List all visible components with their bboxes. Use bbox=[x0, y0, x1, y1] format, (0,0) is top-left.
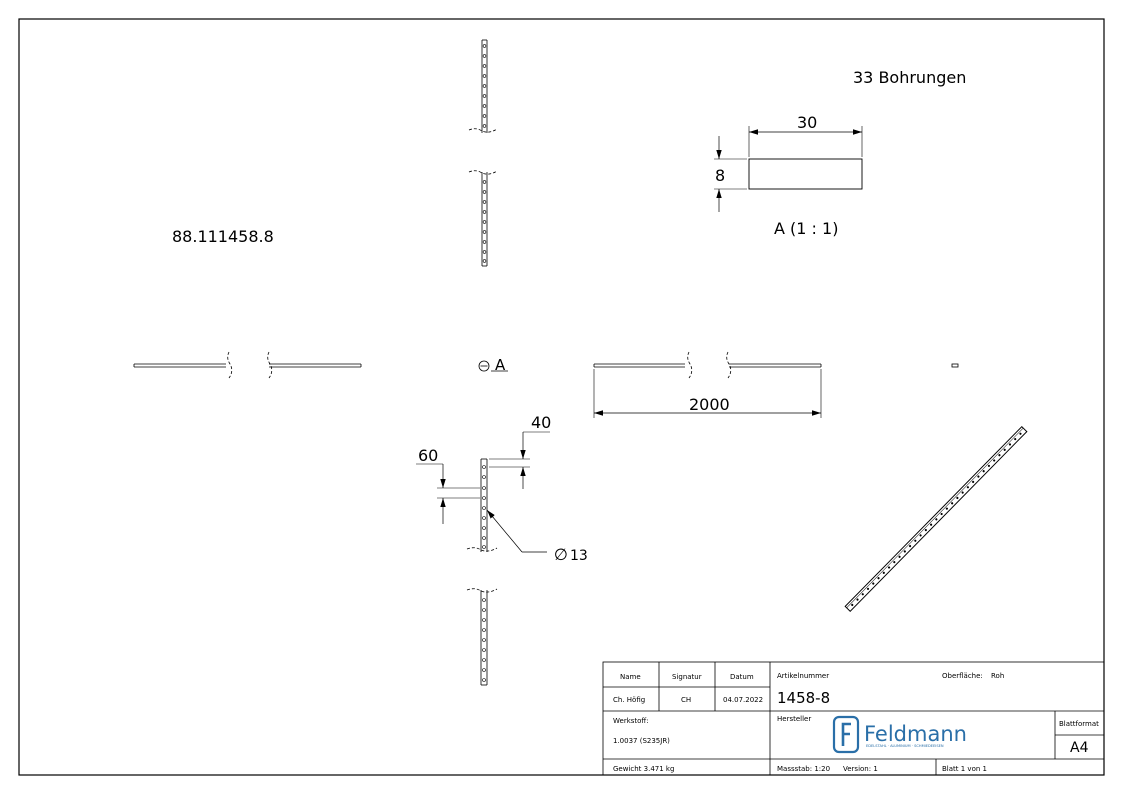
title-manufacturer-label: Hersteller bbox=[777, 715, 811, 723]
section-a bbox=[714, 126, 863, 212]
title-signature-value: CH bbox=[681, 696, 691, 704]
spacing-first-dim-lines bbox=[489, 431, 550, 489]
title-surface-label: Oberfläche: bbox=[942, 672, 983, 680]
spacing-pitch-dim-lines bbox=[416, 463, 480, 524]
title-format-value: A4 bbox=[1070, 740, 1089, 756]
feldmann-logo-f-icon bbox=[841, 722, 851, 746]
title-surface-value: Roh bbox=[991, 672, 1004, 680]
title-block bbox=[602, 661, 1105, 776]
holes-note: 33 Bohrungen bbox=[853, 68, 966, 87]
title-col-signature: Signatur bbox=[672, 673, 702, 681]
detail-view-holes bbox=[482, 465, 486, 682]
title-material-label: Werkstoff: bbox=[613, 717, 649, 725]
title-version: Version: 1 bbox=[843, 765, 878, 773]
section-label: A (1 : 1) bbox=[774, 219, 838, 238]
section-marker-label: A bbox=[495, 356, 506, 374]
detail-view bbox=[466, 458, 498, 686]
feldmann-logo-mark-icon bbox=[832, 715, 860, 754]
hole-diameter-dim: 13 bbox=[570, 548, 588, 564]
section-width-dim: 30 bbox=[797, 113, 817, 132]
title-date-value: 04.07.2022 bbox=[723, 696, 763, 704]
length-dim: 2000 bbox=[689, 395, 730, 414]
feldmann-logo-brand: Feldmann bbox=[864, 722, 967, 746]
title-sheet: Blatt 1 von 1 bbox=[942, 765, 987, 773]
title-material-value: 1.0037 (S235JR) bbox=[613, 737, 670, 745]
sheet-border bbox=[18, 18, 1105, 776]
title-scale: Massstab: 1:20 bbox=[777, 765, 830, 773]
spacing-pitch-dim: 60 bbox=[418, 446, 438, 465]
spacing-first-dim: 40 bbox=[531, 413, 551, 432]
title-format-label: Blattformat bbox=[1059, 720, 1099, 728]
title-weight: Gewicht 3.471 kg bbox=[613, 765, 674, 773]
feldmann-logo: Feldmann EDELSTAHL · ALUMINIUM · SCHMIED… bbox=[832, 715, 967, 754]
part-label: 88.111458.8 bbox=[172, 227, 274, 246]
front-view-top bbox=[468, 39, 498, 267]
section-marker bbox=[478, 360, 508, 372]
top-view-left bbox=[133, 351, 362, 379]
title-col-date: Datum bbox=[730, 673, 754, 681]
end-view bbox=[951, 363, 959, 368]
isometric-view bbox=[844, 425, 1028, 613]
title-article-label: Artikelnummer bbox=[777, 672, 829, 680]
feldmann-logo-tagline: EDELSTAHL · ALUMINIUM · SCHMIEDEEISEN bbox=[866, 744, 944, 748]
hole-diameter-leader bbox=[486, 509, 547, 553]
title-col-name: Name bbox=[620, 673, 641, 681]
title-name-value: Ch. Höfig bbox=[613, 696, 645, 704]
diameter-symbol: ∅ bbox=[554, 545, 568, 564]
section-thickness-dim: 8 bbox=[715, 166, 725, 185]
front-view-top-holes bbox=[482, 44, 487, 263]
title-article-value: 1458-8 bbox=[777, 689, 830, 707]
side-view-right bbox=[593, 351, 822, 418]
